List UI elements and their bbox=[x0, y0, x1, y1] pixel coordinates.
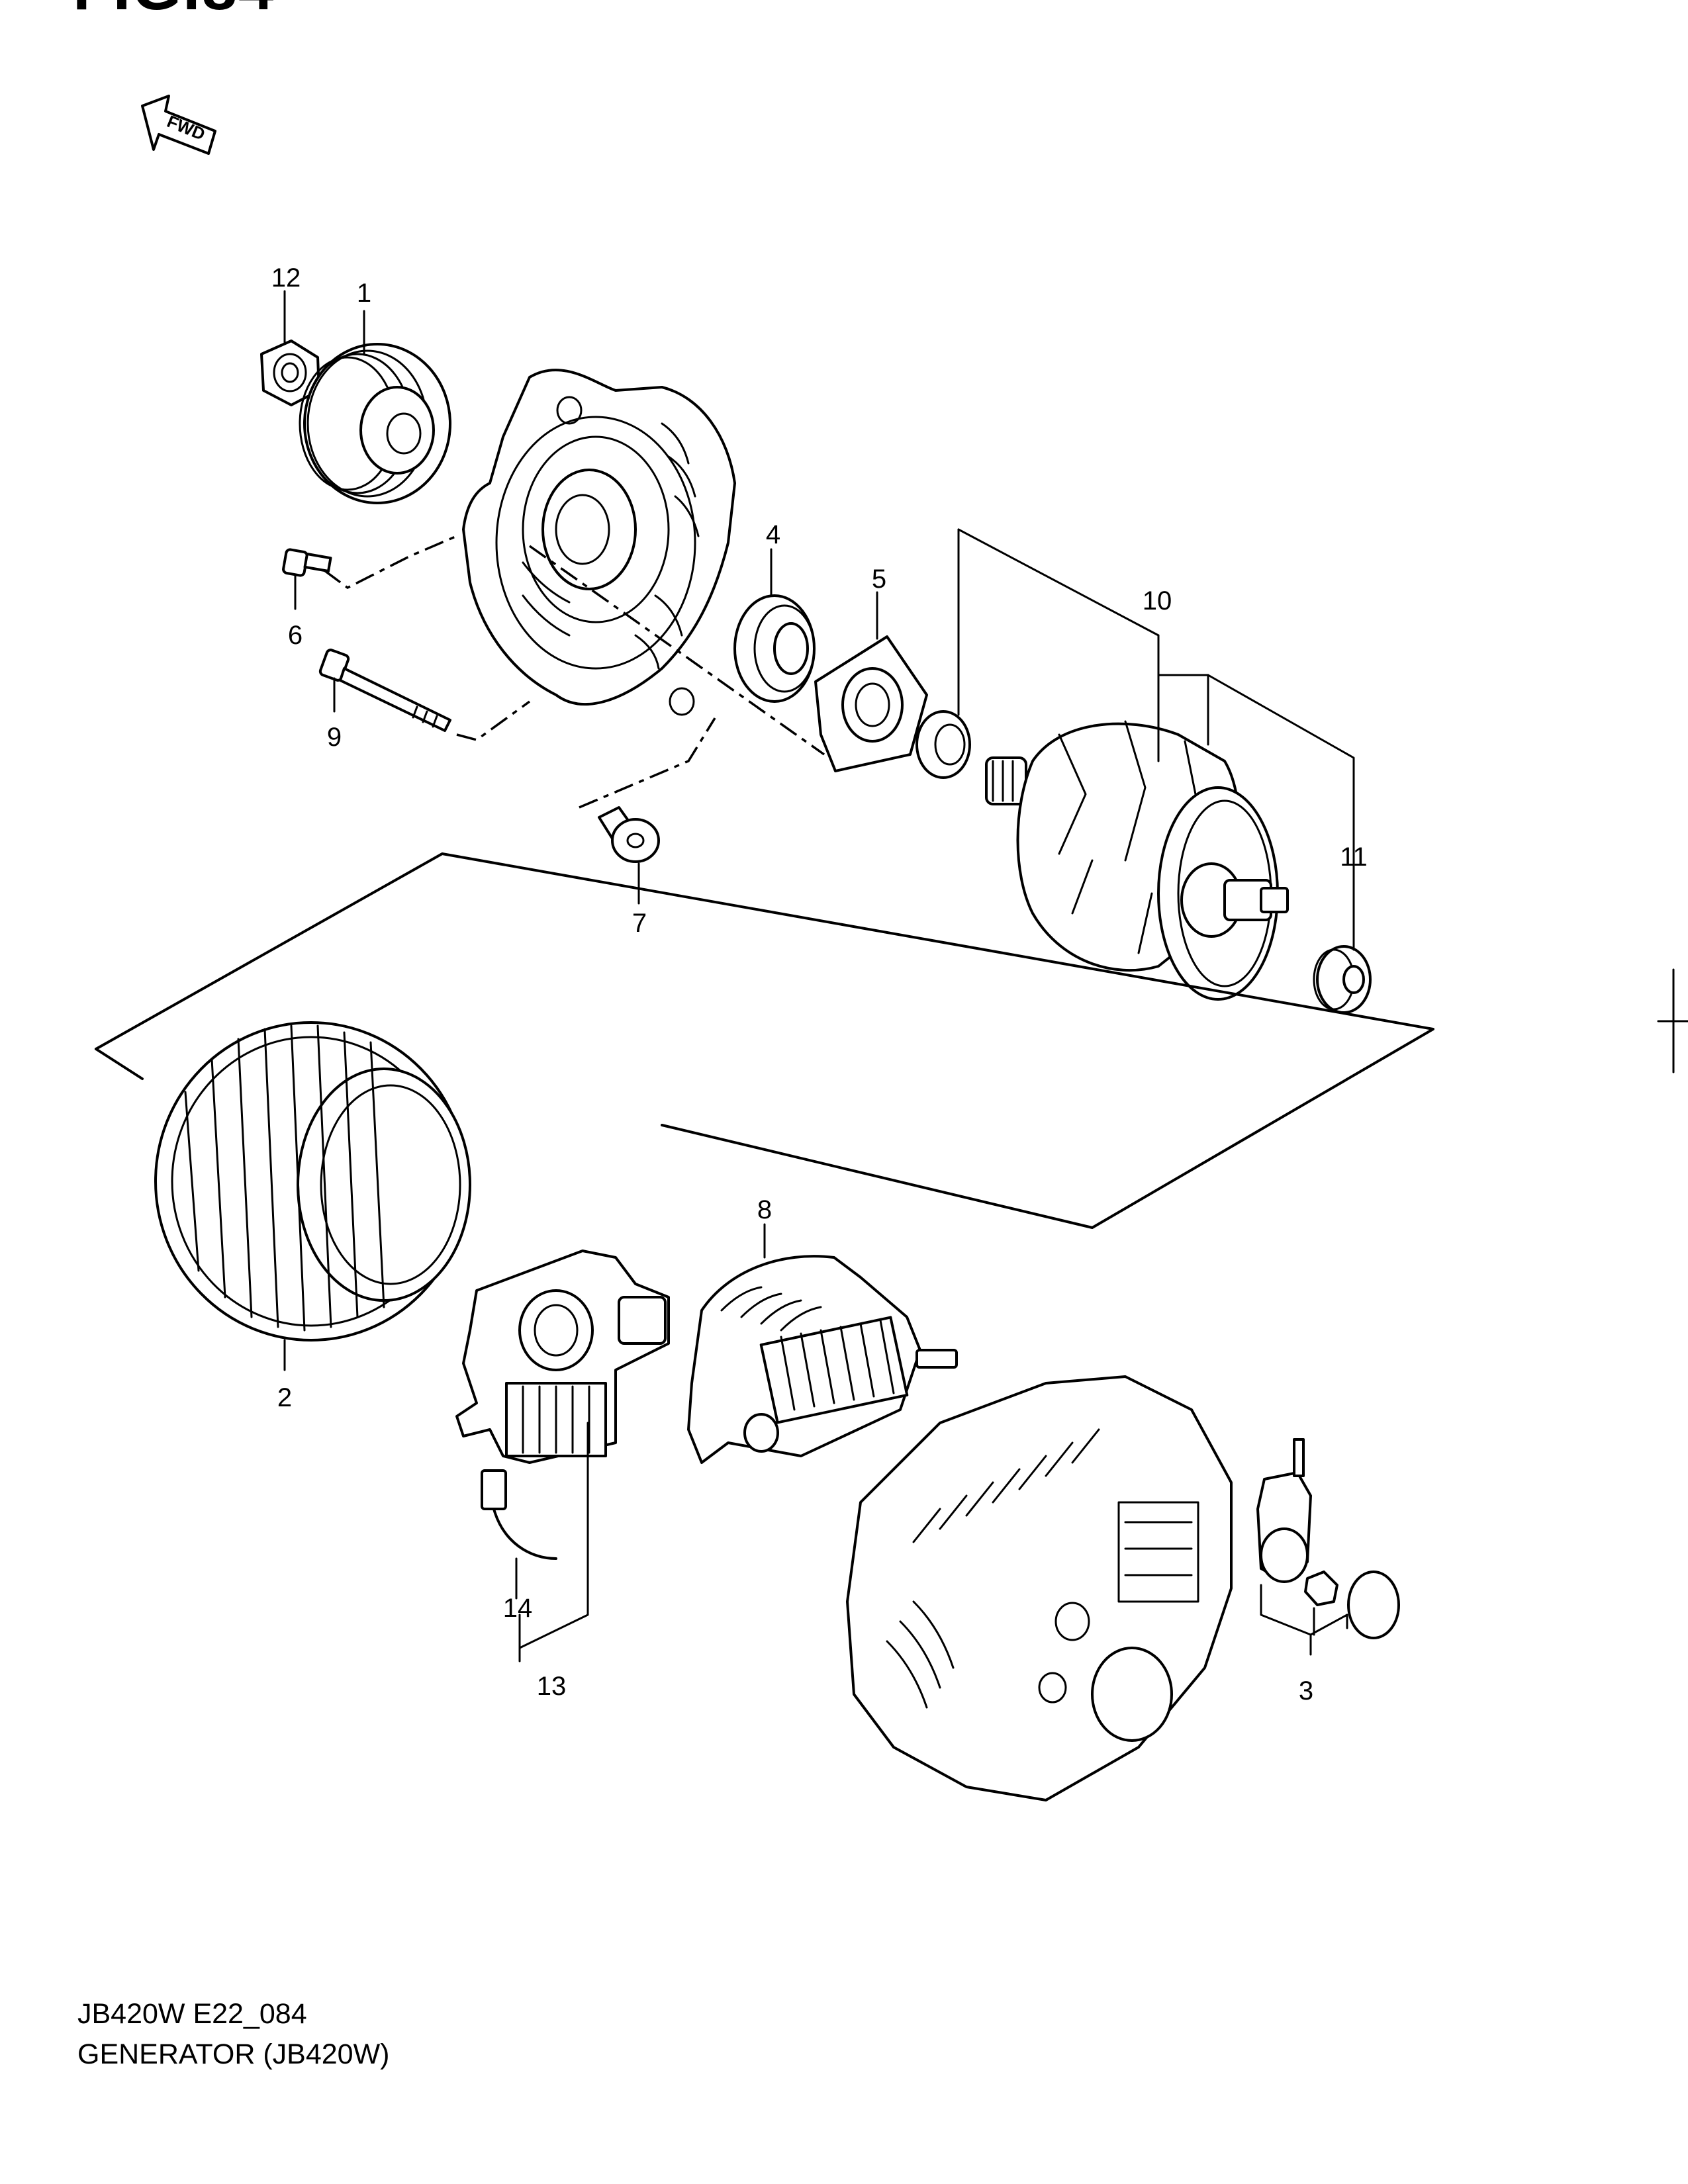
front-housing bbox=[462, 369, 736, 716]
part-6-screw bbox=[282, 548, 332, 577]
callout-5: 5 bbox=[871, 565, 887, 594]
callout-9: 9 bbox=[326, 723, 342, 752]
callout-6: 6 bbox=[287, 621, 303, 650]
part-9-bolt bbox=[318, 649, 451, 732]
part-2-stator bbox=[154, 1021, 471, 1342]
part-4-bearing bbox=[733, 594, 816, 703]
fwd-arrow-icon: FWD bbox=[141, 95, 216, 155]
callout-11: 11 bbox=[1340, 842, 1368, 872]
callout-2: 2 bbox=[277, 1383, 293, 1412]
figure-title: FIG.84 bbox=[73, 0, 275, 20]
part-10-front-bearing bbox=[915, 710, 971, 779]
part-1-pulley bbox=[299, 343, 451, 504]
part-14-connector-wire bbox=[481, 1469, 557, 1560]
leader-lines bbox=[95, 290, 1434, 1662]
callout-3: 3 bbox=[1298, 1676, 1314, 1706]
drawing-code: JB420W E22_084 bbox=[77, 1998, 307, 2030]
callout-14: 14 bbox=[502, 1594, 533, 1623]
part-5-retainer-plate bbox=[814, 635, 928, 772]
part-13-regulator bbox=[455, 1250, 670, 1464]
callout-10: 10 bbox=[1142, 586, 1172, 615]
callout-12: 12 bbox=[271, 263, 301, 293]
callout-8: 8 bbox=[757, 1195, 773, 1224]
callout-4: 4 bbox=[765, 520, 781, 549]
drawing-name: GENERATOR (JB420W) bbox=[77, 2038, 390, 2070]
part-8-rectifier bbox=[687, 1255, 958, 1464]
part-3-terminal-set bbox=[1256, 1438, 1400, 1639]
part-11-rear-bearing bbox=[1313, 945, 1372, 1014]
assembly-lines bbox=[323, 535, 825, 809]
callout-13: 13 bbox=[536, 1672, 567, 1701]
callout-7: 7 bbox=[632, 909, 647, 938]
rear-housing bbox=[846, 1375, 1233, 1801]
part-7-bushing bbox=[598, 806, 660, 863]
rotor-assembly bbox=[985, 720, 1289, 1001]
callout-1: 1 bbox=[356, 279, 372, 308]
